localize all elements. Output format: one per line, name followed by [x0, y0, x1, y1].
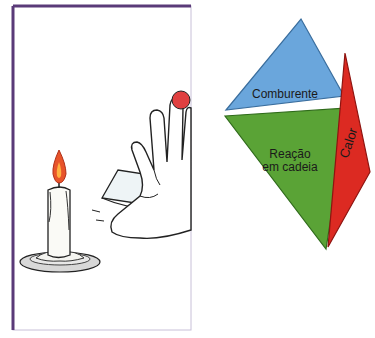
flame-core	[57, 162, 62, 178]
fire-triangle-face: Comburente	[222, 16, 347, 114]
hand-lines	[140, 170, 160, 198]
bottle-cap	[172, 91, 190, 109]
hand	[111, 98, 191, 238]
face-label: Reação em cadeia	[262, 148, 318, 174]
wax-drip	[49, 191, 69, 230]
face-outline	[226, 19, 344, 110]
fire-triangle-face: Calor	[318, 50, 372, 250]
panel-border	[13, 5, 191, 8]
candle-body	[48, 187, 70, 258]
flame	[53, 150, 66, 183]
panel-frame	[13, 6, 191, 330]
face-outline	[328, 53, 370, 247]
panel-border	[12, 6, 15, 330]
face-label: Comburente	[244, 88, 326, 101]
motion-marks	[92, 210, 104, 221]
